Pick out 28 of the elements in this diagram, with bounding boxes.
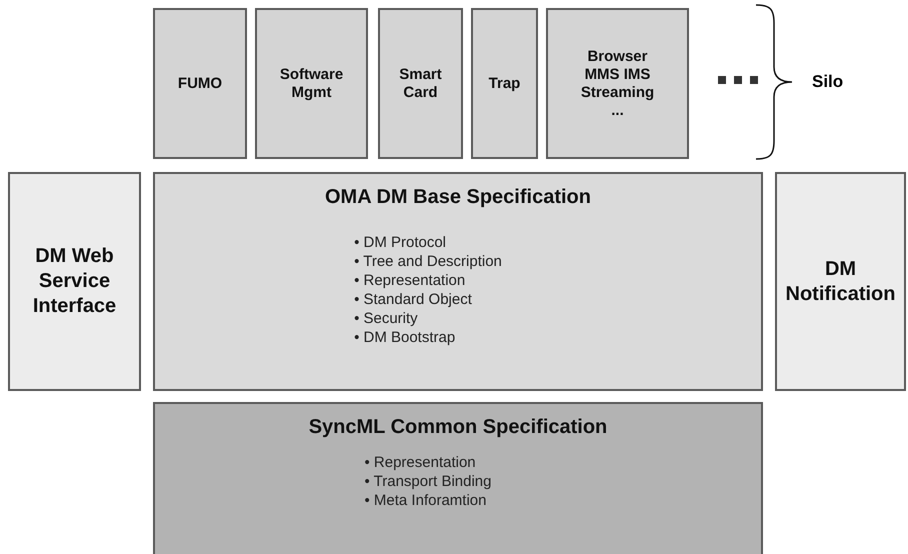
box-label: DM Web Service Interface bbox=[32, 244, 116, 319]
module-box bbox=[546, 8, 689, 159]
bullet-item: • DM Protocol bbox=[354, 233, 448, 252]
panel-heading: OMA DM Base Specification bbox=[325, 186, 591, 209]
bullet-item: • Meta Inforamtion bbox=[364, 491, 488, 510]
module-box bbox=[153, 8, 247, 159]
module-box bbox=[378, 8, 463, 159]
bullet-item: • Standard Object bbox=[354, 290, 473, 309]
specification-panel bbox=[153, 402, 763, 554]
bullet-item: • DM Bootstrap bbox=[354, 328, 456, 347]
box-label: Smart Card bbox=[399, 66, 442, 102]
module-box bbox=[471, 8, 538, 159]
panel-heading: SyncML Common Specification bbox=[308, 416, 608, 439]
box-label: DM Notification bbox=[786, 256, 896, 306]
box-label: FUMO bbox=[178, 74, 222, 92]
box-label: Trap bbox=[488, 74, 520, 92]
interface-panel bbox=[775, 172, 906, 391]
module-box bbox=[255, 8, 368, 159]
bullet-item: • Representation bbox=[354, 271, 466, 290]
interface-panel bbox=[8, 172, 141, 391]
bullet-item: • Transport Binding bbox=[364, 472, 492, 491]
box-label: Browser MMS IMS Streaming ... bbox=[580, 48, 654, 120]
box-label: Software Mgmt bbox=[280, 66, 344, 102]
specification-panel bbox=[153, 172, 763, 391]
group-label: Silo bbox=[812, 72, 844, 92]
bullet-item: • Representation bbox=[364, 453, 477, 472]
bullet-item: • Tree and Description bbox=[354, 252, 502, 271]
bullet-item: • Security bbox=[354, 309, 419, 328]
